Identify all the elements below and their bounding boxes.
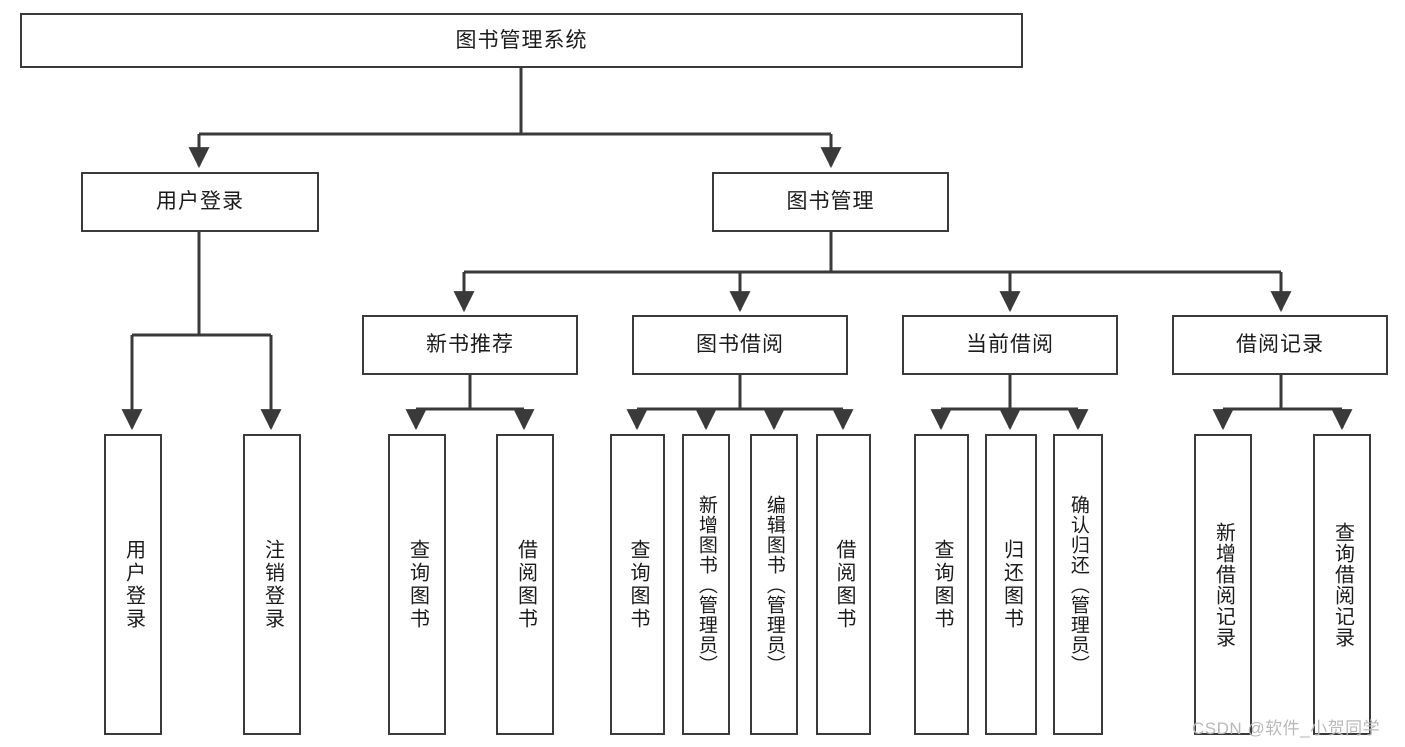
node-leaf-borrow-book-2[interactable]: 借阅图书 <box>816 434 871 735</box>
node-leaf-confirm-return-label: 确认归还（管理员） <box>1067 494 1089 675</box>
node-leaf-query-record-label: 查询借阅记录 <box>1331 521 1354 648</box>
node-leaf-logout-label: 注销登录 <box>261 538 284 631</box>
node-current-borrow[interactable]: 当前借阅 <box>902 315 1118 375</box>
node-leaf-query-book-3-label: 查询图书 <box>931 538 953 631</box>
node-borrow-record-label: 借阅记录 <box>1236 333 1324 357</box>
node-root[interactable]: 图书管理系统 <box>20 13 1023 68</box>
node-user-login[interactable]: 用户登录 <box>81 172 319 232</box>
node-book-mgmt-label: 图书管理 <box>786 190 875 214</box>
node-leaf-return-book[interactable]: 归还图书 <box>985 434 1037 735</box>
node-leaf-confirm-return[interactable]: 确认归还（管理员） <box>1053 434 1103 735</box>
node-leaf-borrow-book-2-label: 借阅图书 <box>833 538 855 631</box>
node-leaf-query-record[interactable]: 查询借阅记录 <box>1313 434 1371 735</box>
node-leaf-query-book-2-label: 查询图书 <box>627 538 649 631</box>
node-leaf-query-book-3[interactable]: 查询图书 <box>914 434 969 735</box>
node-borrow-record[interactable]: 借阅记录 <box>1172 315 1388 375</box>
node-leaf-add-book-label: 新增图书（管理员） <box>695 494 717 675</box>
node-leaf-user-login-label: 用户登录 <box>122 538 145 631</box>
watermark: CSDN @软件_小贺同学 <box>1192 719 1381 738</box>
node-leaf-add-book[interactable]: 新增图书（管理员） <box>682 434 730 735</box>
node-leaf-logout[interactable]: 注销登录 <box>243 434 301 735</box>
node-leaf-borrow-book-1[interactable]: 借阅图书 <box>496 434 554 735</box>
node-user-login-label: 用户登录 <box>156 190 244 214</box>
node-leaf-edit-book[interactable]: 编辑图书（管理员） <box>750 434 798 735</box>
node-leaf-query-book-2[interactable]: 查询图书 <box>610 434 665 735</box>
node-leaf-add-record[interactable]: 新增借阅记录 <box>1194 434 1252 735</box>
node-book-borrow[interactable]: 图书借阅 <box>632 315 848 375</box>
node-book-borrow-label: 图书借阅 <box>696 333 784 357</box>
node-leaf-borrow-book-1-label: 借阅图书 <box>514 538 537 631</box>
node-leaf-edit-book-label: 编辑图书（管理员） <box>763 494 785 675</box>
node-new-book-rec[interactable]: 新书推荐 <box>362 315 578 375</box>
node-leaf-query-book-1-label: 查询图书 <box>406 538 429 631</box>
node-current-borrow-label: 当前借阅 <box>966 333 1054 357</box>
node-new-book-rec-label: 新书推荐 <box>426 333 514 357</box>
node-leaf-return-book-label: 归还图书 <box>1000 538 1023 631</box>
node-leaf-user-login[interactable]: 用户登录 <box>104 434 162 735</box>
node-book-mgmt[interactable]: 图书管理 <box>712 172 949 232</box>
node-leaf-add-record-label: 新增借阅记录 <box>1212 521 1235 648</box>
node-leaf-query-book-1[interactable]: 查询图书 <box>388 434 446 735</box>
node-root-label: 图书管理系统 <box>455 28 588 52</box>
